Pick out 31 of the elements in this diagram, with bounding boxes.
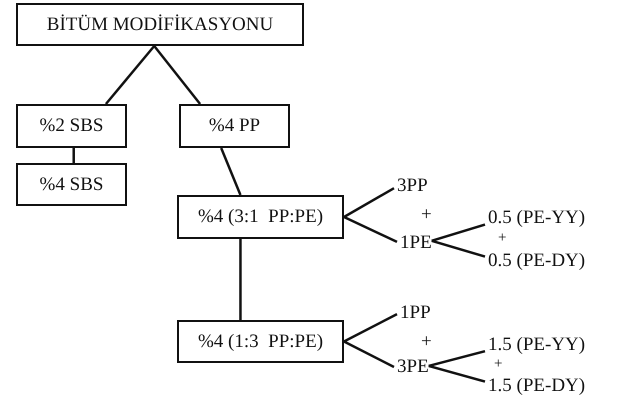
component-text: 1PE	[400, 232, 432, 254]
category-box: BİTÜM MODİFİKASYONU	[16, 3, 304, 46]
connector-line	[343, 187, 395, 218]
component-text: 3PE	[397, 356, 429, 378]
plus-sign: +	[498, 231, 506, 246]
component-text: 1.5 (PE-YY)	[488, 334, 586, 356]
component-text: 0.5 (PE-DY)	[488, 250, 586, 272]
category-box: %4 PP	[179, 104, 290, 148]
connector-line	[104, 45, 156, 105]
category-box: %4 (3:1 PP:PE)	[177, 195, 344, 239]
connector-line	[431, 240, 486, 258]
connector-line	[343, 340, 395, 368]
connector-line	[153, 45, 202, 105]
plus-sign: +	[421, 205, 432, 224]
component-text: 1.5 (PE-DY)	[488, 375, 586, 397]
connector-line	[431, 223, 486, 242]
connector-line	[343, 216, 398, 244]
connector-line	[343, 312, 398, 343]
connector-line	[72, 148, 75, 163]
component-text: 1PP	[400, 302, 431, 324]
category-box: %4 SBS	[16, 163, 127, 206]
component-text: 3PP	[397, 175, 428, 197]
plus-sign: +	[421, 332, 432, 351]
category-box: %2 SBS	[16, 104, 127, 148]
connector-line	[428, 364, 486, 383]
category-box: %4 (1:3 PP:PE)	[177, 320, 344, 363]
connector-line	[239, 239, 242, 320]
plus-sign: +	[494, 357, 502, 372]
connector-line	[428, 350, 486, 368]
connector-line	[220, 148, 242, 196]
component-text: 0.5 (PE-YY)	[488, 207, 586, 229]
